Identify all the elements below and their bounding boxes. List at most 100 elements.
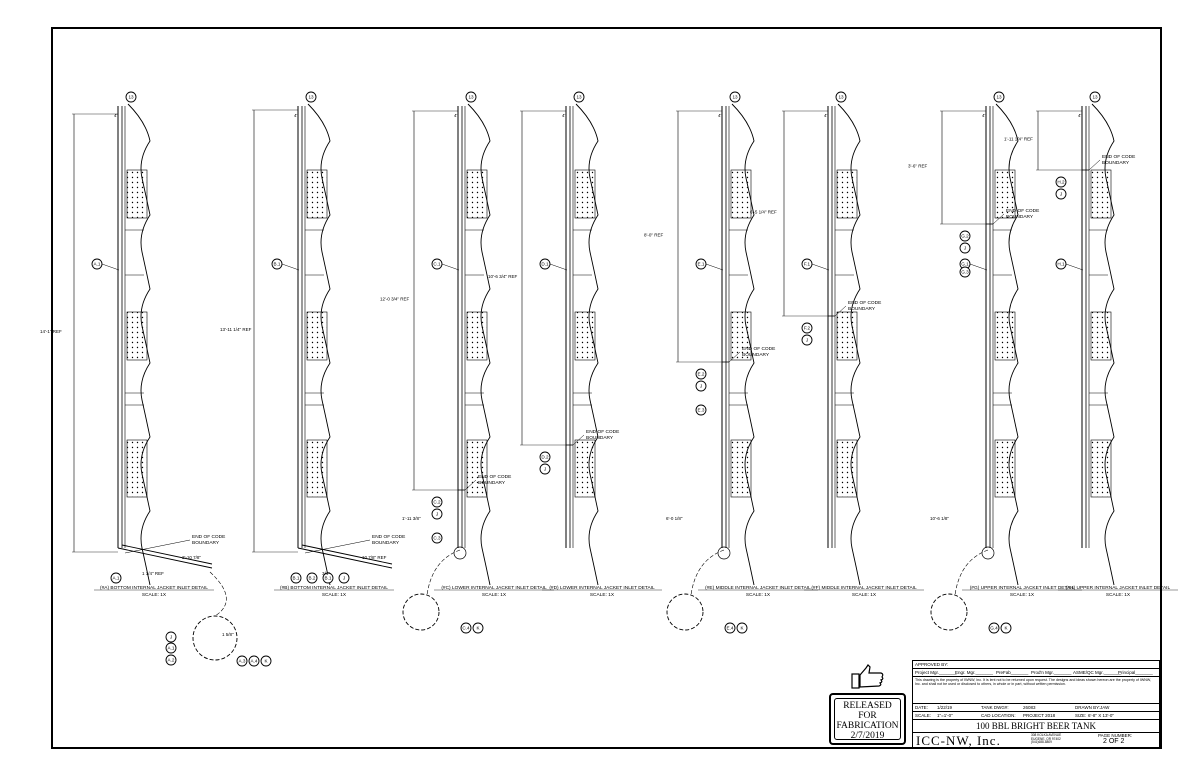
detail-h-insulation-panel-3 (1090, 439, 1112, 498)
detail-d-callout-j-circle (539, 463, 551, 475)
detail-a-note-leader (124, 539, 191, 554)
detail-a-top-callout: 13 (128, 95, 134, 100)
detail-h-ref-dim-text: 1'-11 1/4" REF (1004, 137, 1033, 142)
drawing-border (51, 27, 1162, 749)
detail-c-insulation-panel-3 (466, 439, 488, 498)
detail-b-note-line2: BOUNDARY (372, 540, 400, 546)
detail-b-callout-main: B.1 (274, 262, 281, 267)
detail-g-ref-dim-text: 3'-6" REF (908, 164, 927, 169)
detail-g-callout-3-circle (959, 266, 971, 278)
detail-e-callout-main: E.1 (698, 262, 705, 267)
approved-by-label: APPROVED BY: (915, 662, 949, 667)
detail-g-insulation-panel-3 (994, 439, 1016, 498)
detail-e-sub-k-circle (736, 622, 748, 634)
detail-a-dim-3: 1 5/8" (222, 632, 234, 637)
size-label: SIZE: (1075, 713, 1087, 718)
detail-d-insulation-panel-1 (574, 169, 596, 219)
detail-c-callout-3: C.3 (433, 536, 441, 541)
detail-g-callout-j-circle (959, 242, 971, 254)
detail-h-top-dim: 4" (1078, 113, 1083, 118)
cad-location-label: CAD LOCATION: (981, 713, 1016, 718)
detail-b-callout-3: B.2 (309, 576, 316, 581)
detail-a-sub-a2-circle (165, 654, 177, 666)
detail-h-callout-2: H.2 (1057, 180, 1065, 185)
company-name: ICC-NW, Inc. (916, 733, 1001, 748)
detail-b-top-callout-circle (305, 91, 317, 103)
detail-e-callout-3: E.3 (698, 408, 705, 413)
detail-c-callout-3-circle (431, 532, 443, 544)
detail-e-insulation-panel-2 (730, 311, 752, 361)
detail-b-caption: (#B) BOTTOM INTERNAL JACKET INLET DETAIL (280, 585, 388, 591)
detail-a-sub-a1-circle (165, 642, 177, 654)
detail-f-callout-2-circle (801, 322, 813, 334)
detail-f-note-leader (834, 305, 847, 317)
detail-a-note-line1: END OF CODE (192, 534, 225, 540)
detail-e-sub-k: K (740, 626, 744, 631)
detail-f-top-dim: 4" (824, 113, 829, 118)
detail-a-sub-j-circle (165, 631, 177, 643)
detail-c-note-line2: BOUNDARY (478, 480, 506, 486)
detail-f-callout-2: F.2 (804, 326, 811, 331)
detail-c-callout-main-leader (441, 263, 460, 271)
detail-h-callout-j: J (1060, 192, 1062, 197)
detail-e-insulation-panel-1 (730, 169, 752, 219)
detail-g-sub-k: K (1004, 626, 1008, 631)
detail-c-subdetail-leader (426, 549, 461, 596)
drawing-title: 100 BBL BRIGHT BEER TANK (975, 721, 1097, 731)
detail-d-top-callout: 13 (576, 95, 582, 100)
detail-c-sub-k-circle (472, 622, 484, 634)
detail-c-inlet-circle (453, 546, 467, 560)
drawn-by-value: JAW (1100, 705, 1110, 710)
property-notice: This drawing is the property of IWNW, In… (915, 678, 1152, 687)
detail-c-note-line1: END OF CODE (478, 474, 511, 480)
detail-a-subdetail-circle (192, 615, 238, 661)
detail-h-top-callout: 13 (1092, 95, 1098, 100)
tank-dwg-value: 26083 (1023, 705, 1036, 710)
detail-d-callout-main-leader (549, 263, 568, 271)
release-stamp: RELEASED FOR FABRICATION 2/7/2019 (829, 693, 906, 745)
detail-f-note-line2: BOUNDARY (848, 306, 876, 312)
detail-c-ref-dim-text: 12'-0 3/4" REF (380, 297, 409, 302)
detail-a-top-dim: 4" (114, 113, 119, 118)
detail-h-insulation-panel-2 (1090, 311, 1112, 361)
detail-f-insulation-panel-3 (836, 439, 858, 498)
detail-g-note-line2: BOUNDARY (1006, 214, 1034, 220)
detail-g-top-dim: 4" (982, 113, 987, 118)
title-block: APPROVED BY: Project Mgr._______ Engr. M… (912, 660, 1160, 748)
detail-e-top-callout: 13 (732, 95, 738, 100)
detail-g-inlet-circle (981, 546, 995, 560)
detail-h-scale: SCALE: 1X (1106, 592, 1131, 598)
detail-e-callout-2-circle (695, 368, 707, 380)
detail-c-insulation-panel-1 (466, 169, 488, 219)
detail-a-subdetail-leader (209, 571, 227, 617)
detail-f-insulation-panel-1 (836, 169, 858, 219)
detail-g-callout-main: G.1 (961, 262, 969, 267)
detail-h-note-line2: BOUNDARY (1102, 160, 1130, 166)
detail-e-callout-2: E.2 (698, 372, 705, 377)
detail-b-insulation-panel-2 (306, 311, 328, 361)
detail-b-dim-2: 10 7/8" REF (362, 555, 387, 560)
detail-c-top-callout-circle (465, 91, 477, 103)
detail-h-callout-main-leader (1065, 263, 1084, 271)
detail-b-note-leader (304, 539, 371, 554)
detail-d-caption: (#D) LOWER INTERNAL JACKET INLET DETAIL (549, 585, 655, 591)
detail-e-callout-main-leader (705, 263, 724, 271)
detail-h-insulation-panel-1 (1090, 169, 1112, 219)
detail-e-inlet-circle (717, 546, 731, 560)
detail-c-sub-k: K (476, 626, 480, 631)
detail-g-callout-2: G.2 (961, 234, 969, 239)
detail-a-callout-2-circle (110, 572, 122, 584)
detail-b-callout-main-leader (281, 263, 300, 271)
detail-b-dim-1: 3/4" (322, 571, 330, 576)
detail-c-note-leader (464, 479, 477, 491)
detail-a-insulation-panel-2 (126, 311, 148, 361)
detail-a-bend-pipe (117, 544, 213, 569)
detail-a-sub-a2: A.2 (168, 658, 175, 663)
thumbs-up-icon (851, 664, 884, 689)
detail-a-sub-k: K (264, 659, 268, 664)
detail-c-callout-main: C.1 (433, 262, 441, 267)
detail-d-note-leader (572, 434, 585, 446)
detail-c-sub-callout-circle (460, 622, 472, 634)
detail-c-top-callout: 13 (468, 95, 474, 100)
detail-b-callout-5-circle (338, 572, 350, 584)
